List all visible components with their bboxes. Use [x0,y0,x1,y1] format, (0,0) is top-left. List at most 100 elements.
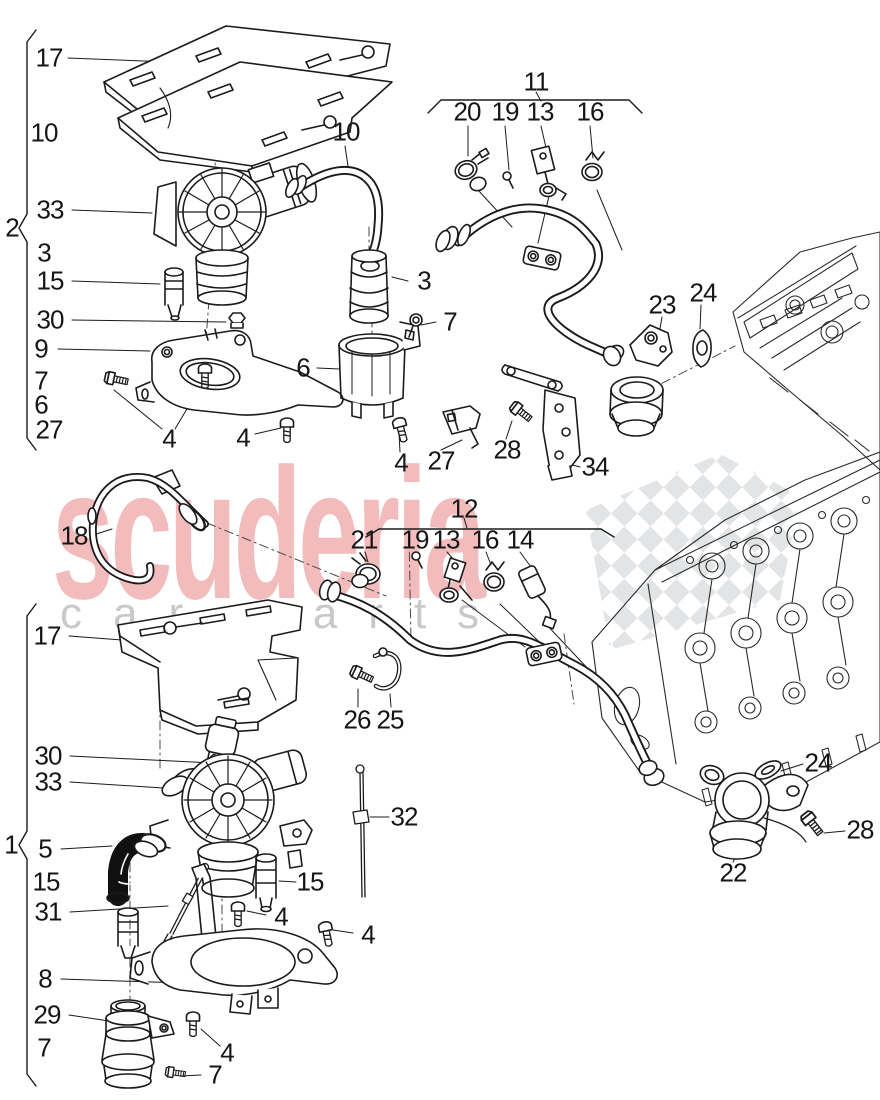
part-label-17: 17 [33,620,62,651]
part-label-4: 4 [162,423,177,454]
part-label-3: 3 [417,265,432,296]
screw-4-c [390,415,412,445]
part-label-7: 7 [208,1059,223,1090]
part-label-14: 14 [506,524,535,555]
nut-30-top [228,312,246,329]
connector-14 [518,565,557,630]
screw-19-bottom [411,551,423,569]
coupler-3 [349,249,389,324]
part-label-7: 7 [37,1032,52,1063]
screw-4-d [230,901,246,928]
section-brackets [18,29,643,1087]
part-label-34: 34 [581,451,610,482]
silencer-15-bottom-right [255,853,277,913]
part-label-30: 30 [34,740,63,771]
part-label-4: 4 [361,919,376,950]
clamp-20 [454,147,490,192]
gasket-24-top [692,329,712,368]
part-label-4: 4 [394,447,409,478]
bolt-7-bottom [164,1065,187,1080]
valve-22 [699,764,809,860]
part-label-29: 29 [33,999,62,1030]
part-label-13: 13 [432,524,461,555]
part-label-5: 5 [38,833,53,864]
part-label-21: 21 [350,524,379,555]
part-label-18: 18 [60,520,89,551]
mounting-plate-top [103,25,393,173]
part-label-3: 3 [37,237,52,268]
screw-4-b [279,417,295,444]
part-label-33: 33 [36,194,65,225]
part-label-7: 7 [34,365,49,396]
part-label-33: 33 [34,766,63,797]
hose-12 [318,579,665,787]
part-label-10: 10 [30,117,59,148]
screw-19-top [502,171,514,189]
mounting-plate-bottom [117,599,303,735]
screw-26 [348,663,376,686]
part-label-15: 15 [32,866,61,897]
part-label-16: 16 [471,524,500,555]
part-label-6: 6 [34,389,49,420]
bracket-13-top [530,145,567,201]
clamp-21 [351,552,381,589]
valve-23 [602,324,673,437]
part-label-31: 31 [34,896,63,927]
part-label-22: 22 [719,857,748,888]
part-label-4: 4 [236,422,251,453]
part-label-6: 6 [296,352,311,383]
part-label-8: 8 [38,963,53,994]
part-label-28: 28 [846,814,875,845]
grommet-7-top [408,313,423,338]
part-label-16: 16 [576,96,605,127]
part-label-13: 13 [526,96,555,127]
bolt-7-top [103,370,130,389]
elbow-hose-5 [106,833,167,906]
part-label-17: 17 [35,42,64,73]
support-bracket-8 [129,863,338,1015]
part-label-15: 15 [296,866,325,897]
part-label-23: 23 [648,289,677,320]
part-label-10: 10 [332,116,361,147]
part-label-32: 32 [390,801,419,832]
part-label-4: 4 [274,901,289,932]
part-label-19: 19 [401,524,430,555]
hose-11 [435,203,625,362]
gasket-24-bottom [754,760,782,780]
part-label-24: 24 [689,277,718,308]
engine-block-top-right [732,231,880,471]
engine-block-bottom-right [591,451,880,807]
part-label-30: 30 [36,304,65,335]
part-label-7: 7 [443,306,458,337]
part-label-19: 19 [491,96,520,127]
part-label-4: 4 [220,1037,235,1068]
hose-18 [87,469,209,585]
bolt-28-bottom [798,808,827,839]
part-label-24: 24 [804,747,833,778]
pump-housing-29 [101,999,175,1089]
part-label-25: 25 [376,704,405,735]
screw-28-top [507,399,535,425]
part-label-9: 9 [34,333,49,364]
clamp-25 [372,647,402,691]
assembly-axis-lines [129,149,736,1001]
clamp-16-top [581,151,605,182]
part-label-27: 27 [35,414,64,445]
clip-27-top [442,405,481,449]
part-label-27: 27 [427,445,456,476]
bracket-34 [501,364,581,481]
part-label-2: 2 [5,212,20,243]
clamp-16-bottom [483,561,505,592]
part-label-26: 26 [343,704,372,735]
bracket-9 [135,328,344,416]
part-label-20: 20 [453,96,482,127]
watermark-brand-text: scuderia [52,431,486,638]
part-label-15: 15 [36,265,65,296]
air-pump-bottom [149,715,313,898]
screw-4-f [185,1011,201,1038]
rod-32 [352,764,370,898]
part-label-12: 12 [450,493,479,524]
silencer-15-bottom-left [117,907,139,959]
